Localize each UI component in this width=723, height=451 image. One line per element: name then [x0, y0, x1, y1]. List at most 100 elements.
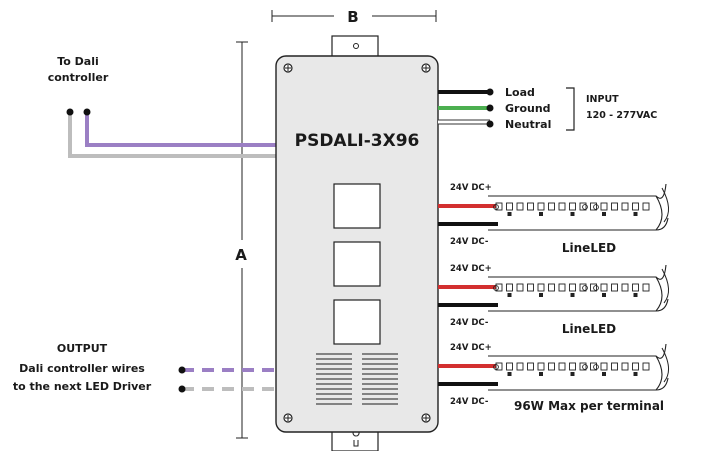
input-terminal-dot	[486, 88, 494, 96]
led-chip	[537, 202, 545, 211]
led-pad	[593, 285, 599, 291]
led-chip	[506, 283, 513, 292]
to-dali-line1: To Dali	[57, 55, 99, 68]
led-pad	[593, 204, 599, 210]
vent-grille	[316, 353, 398, 405]
led-chip	[632, 283, 639, 292]
output-note-line2: to the next LED Driver	[13, 380, 152, 393]
ground-label: Ground	[505, 102, 551, 115]
to-dali-line2: controller	[48, 71, 109, 84]
led-resistor	[633, 293, 638, 297]
led-chip	[527, 202, 534, 211]
screw-icon	[283, 63, 293, 73]
input-bracket	[566, 87, 575, 131]
device-model-label: PSDALI-3X96	[295, 131, 420, 151]
led-resistor	[507, 212, 512, 216]
led-resistor	[602, 293, 606, 297]
led-chip	[611, 362, 618, 371]
led-resistor	[570, 212, 575, 216]
dc-positive-label: 24V DC+	[450, 343, 492, 353]
dali-terminal-dot	[66, 108, 74, 116]
led-pad	[582, 285, 588, 291]
dc-negative-label: 24V DC-	[450, 397, 489, 407]
neutral-label: Neutral	[505, 118, 551, 131]
led-chip	[558, 202, 566, 211]
led-chip	[621, 283, 629, 292]
mount-hole	[353, 43, 359, 49]
led-chip	[506, 202, 513, 211]
led-chip	[600, 283, 608, 292]
led-strip-edge	[488, 343, 669, 391]
output-terminal-dot	[178, 366, 186, 374]
led-chip	[548, 283, 555, 292]
led-strip-edge	[488, 264, 669, 312]
dimension-a-label: A	[235, 246, 247, 264]
led-resistor	[539, 372, 543, 376]
led-chip	[600, 202, 608, 211]
output-group-2: 24V DC+24V DC-LineLED	[438, 264, 669, 336]
screw-icon	[421, 413, 431, 423]
input-voltage: 120 - 277VAC	[586, 110, 657, 121]
to-dali-controller: To Dali controller	[48, 55, 278, 158]
led-resistor	[633, 372, 638, 376]
led-chip	[600, 362, 608, 371]
led-chip	[516, 362, 524, 371]
led-strip-curl	[655, 195, 663, 231]
led-strip-curl	[655, 355, 663, 391]
led-resistor	[507, 372, 512, 376]
led-chip	[611, 283, 618, 292]
dc-positive-label: 24V DC+	[450, 183, 492, 193]
output-caption: LineLED	[562, 241, 616, 255]
output-dali-wires: OUTPUT Dali controller wires to the next…	[13, 342, 278, 393]
led-chip	[642, 362, 650, 371]
led-chip	[632, 362, 639, 371]
led-chip	[495, 283, 503, 292]
led-chip	[558, 362, 566, 371]
output-terminal-dot	[178, 385, 186, 393]
screw-icon	[283, 413, 293, 423]
led-pad	[493, 285, 499, 291]
screw-icon	[421, 63, 431, 73]
led-strip	[488, 264, 669, 312]
terminal-box-2	[333, 241, 381, 287]
dali-wire-purple	[85, 112, 278, 147]
led-chip	[548, 202, 555, 211]
led-chip	[632, 202, 639, 211]
led-chip	[527, 283, 534, 292]
led-pad	[593, 364, 599, 370]
led-chip	[495, 362, 503, 371]
led-chip	[621, 202, 629, 211]
led-strip-curl-back	[661, 268, 669, 304]
led-chip	[537, 283, 545, 292]
led-chip	[537, 362, 545, 371]
dimension-a: A	[235, 41, 248, 439]
output-group-3: 24V DC+ 24V DC- 96W Max per terminal	[438, 343, 669, 413]
led-resistor	[602, 212, 606, 216]
dc-positive-label: 24V DC+	[450, 264, 492, 274]
led-resistor	[570, 293, 575, 297]
dc-negative-label: 24V DC-	[450, 237, 489, 247]
dali-terminal-dot	[83, 108, 91, 116]
led-chip	[621, 362, 629, 371]
dimension-b: B	[271, 8, 437, 26]
led-resistor	[539, 212, 543, 216]
led-chip	[548, 362, 555, 371]
led-chip	[642, 283, 650, 292]
output-caption: 96W Max per terminal	[514, 399, 664, 413]
led-chip	[569, 362, 576, 371]
led-strip-curl-back	[661, 347, 669, 383]
led-chip	[516, 283, 524, 292]
led-strip-edge	[488, 183, 669, 231]
led-resistor	[602, 372, 606, 376]
led-chip	[558, 283, 566, 292]
led-resistor	[539, 293, 543, 297]
input-wiring: Load Ground Neutral INPUT 120 - 277VAC	[438, 86, 657, 131]
input-terminal-dot	[486, 104, 494, 112]
top-mount-tab	[331, 35, 379, 59]
terminal-box-1	[333, 183, 381, 229]
led-strip-curl	[655, 276, 663, 312]
led-chip	[516, 202, 524, 211]
led-resistor	[633, 212, 638, 216]
